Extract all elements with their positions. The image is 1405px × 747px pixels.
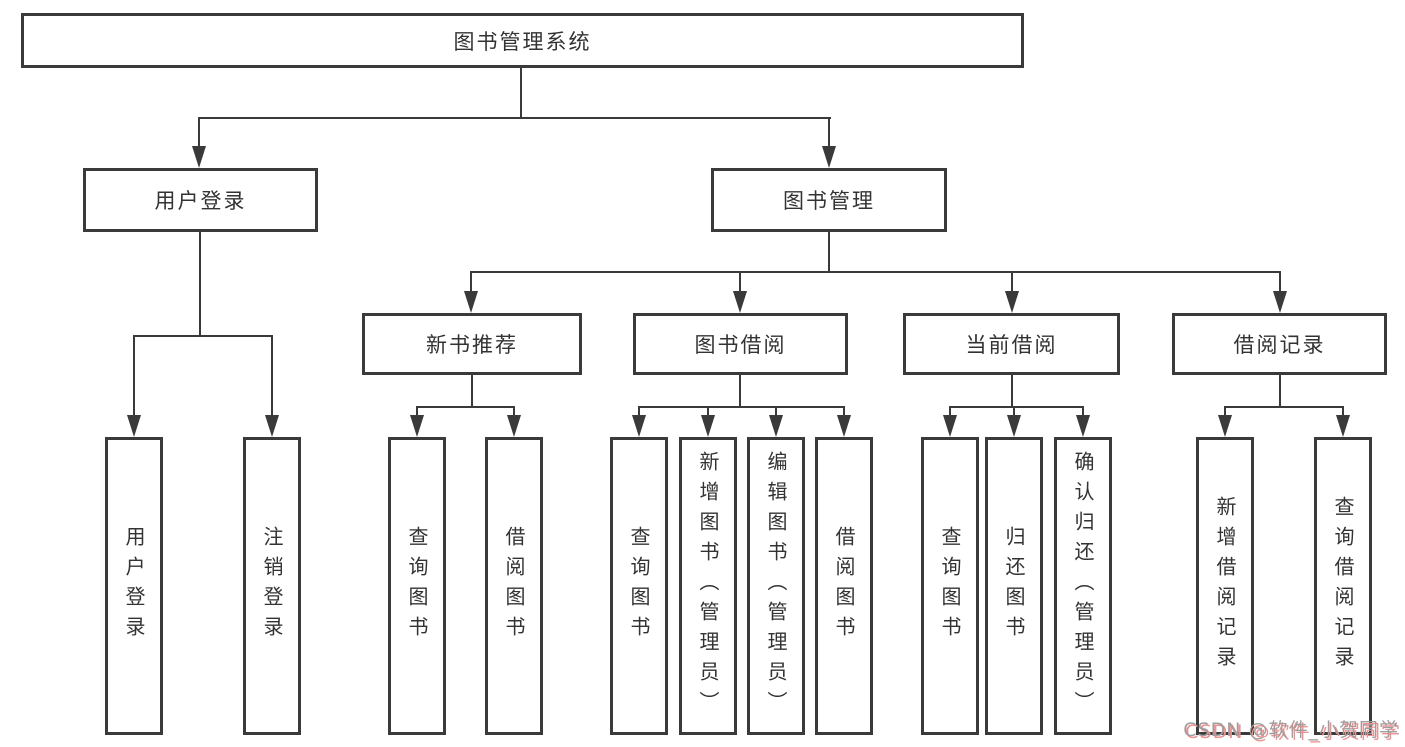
arrowhead-down-icon <box>632 415 646 437</box>
connector-g1-bar <box>133 335 273 337</box>
arrowhead-down-icon <box>464 291 478 313</box>
arrowhead-down-icon <box>822 146 836 168</box>
leaf-user-login: 用户登录 <box>105 437 163 735</box>
connector-bm-stem <box>828 232 830 272</box>
leaf-borrowing-query-books-label: 查询图书 <box>627 526 651 646</box>
node-book-management-label: 图书管理 <box>783 189 875 213</box>
leaf-return-books: 归还图书 <box>985 437 1043 735</box>
arrowhead-down-icon <box>769 415 783 437</box>
leaf-query-borrow-record: 查询借阅记录 <box>1314 437 1372 735</box>
connector-l3-bar <box>470 271 1281 273</box>
watermark: CSDN @软件_小贺同学 <box>1183 719 1399 741</box>
node-book-management: 图书管理 <box>711 168 947 232</box>
arrowhead-down-icon <box>410 415 424 437</box>
connector-l2-bar <box>199 117 831 119</box>
connector-l3-drop-1 <box>470 271 472 296</box>
connector-g3-drop-1 <box>638 406 640 422</box>
leaf-borrowing-borrow-books: 借阅图书 <box>815 437 873 735</box>
arrowhead-down-icon <box>192 146 206 168</box>
connector-ul-stem <box>199 232 201 337</box>
connector-g5-stem <box>1279 375 1281 408</box>
leaf-borrowing-borrow-books-label: 借阅图书 <box>832 526 856 646</box>
node-book-borrowing: 图书借阅 <box>633 313 848 375</box>
connector-g5-drop-1 <box>1224 406 1226 422</box>
connector-g2-drop-2 <box>513 406 515 422</box>
connector-root-stem <box>520 68 522 118</box>
leaf-logout-label: 注销登录 <box>260 526 284 646</box>
leaf-confirm-return-admin-label: 确认归还（管理员） <box>1071 451 1095 721</box>
connector-l3-drop-3 <box>1011 271 1013 296</box>
connector-g5-bar <box>1224 406 1344 408</box>
connector-g3-drop-3 <box>775 406 777 422</box>
arrowhead-down-icon <box>1007 415 1021 437</box>
connector-g1-drop-1 <box>133 335 135 423</box>
leaf-add-books-admin: 新增图书（管理员） <box>679 437 737 735</box>
node-borrow-records: 借阅记录 <box>1172 313 1387 375</box>
node-library-system: 图书管理系统 <box>21 13 1024 68</box>
connector-g2-drop-1 <box>416 406 418 422</box>
leaf-recommend-borrow-books: 借阅图书 <box>485 437 543 735</box>
arrowhead-down-icon <box>1218 415 1232 437</box>
connector-g4-drop-3 <box>1082 406 1084 422</box>
arrowhead-down-icon <box>837 415 851 437</box>
leaf-add-books-admin-label: 新增图书（管理员） <box>696 451 720 721</box>
connector-g2-bar <box>416 406 515 408</box>
arrowhead-down-icon <box>1336 415 1350 437</box>
connector-g4-drop-2 <box>1013 406 1015 422</box>
leaf-current-query-books-label: 查询图书 <box>938 526 962 646</box>
connector-l3-drop-4 <box>1279 271 1281 296</box>
node-new-book-recommend-label: 新书推荐 <box>426 333 518 357</box>
leaf-return-books-label: 归还图书 <box>1002 526 1026 646</box>
connector-g1-drop-2 <box>271 335 273 423</box>
connector-g5-drop-2 <box>1342 406 1344 422</box>
leaf-edit-books-admin: 编辑图书（管理员） <box>747 437 805 735</box>
leaf-current-query-books: 查询图书 <box>921 437 979 735</box>
leaf-add-borrow-record-label: 新增借阅记录 <box>1213 496 1237 676</box>
arrowhead-down-icon <box>1273 291 1287 313</box>
leaf-recommend-borrow-books-label: 借阅图书 <box>502 526 526 646</box>
leaf-recommend-query-books-label: 查询图书 <box>405 526 429 646</box>
arrowhead-down-icon <box>701 415 715 437</box>
leaf-user-login-label: 用户登录 <box>122 526 146 646</box>
connector-g4-drop-1 <box>949 406 951 422</box>
arrowhead-down-icon <box>265 415 279 437</box>
connector-g4-stem <box>1011 375 1013 408</box>
arrowhead-down-icon <box>1076 415 1090 437</box>
leaf-recommend-query-books: 查询图书 <box>388 437 446 735</box>
connector-g3-bar <box>638 406 845 408</box>
node-library-system-label: 图书管理系统 <box>453 29 592 54</box>
leaf-edit-books-admin-label: 编辑图书（管理员） <box>764 451 788 721</box>
node-user-login: 用户登录 <box>83 168 318 232</box>
node-borrow-records-label: 借阅记录 <box>1233 333 1326 357</box>
connector-g4-bar <box>949 406 1084 408</box>
leaf-logout: 注销登录 <box>243 437 301 735</box>
connector-l2-drop-right <box>828 117 830 153</box>
leaf-add-borrow-record: 新增借阅记录 <box>1196 437 1254 735</box>
arrowhead-down-icon <box>733 291 747 313</box>
connector-g3-drop-2 <box>707 406 709 422</box>
node-current-borrowing-label: 当前借阅 <box>965 333 1058 357</box>
connector-g3-drop-4 <box>843 406 845 422</box>
leaf-query-borrow-record-label: 查询借阅记录 <box>1331 496 1355 676</box>
arrowhead-down-icon <box>127 415 141 437</box>
node-current-borrowing: 当前借阅 <box>903 313 1120 375</box>
arrowhead-down-icon <box>943 415 957 437</box>
arrowhead-down-icon <box>507 415 521 437</box>
arrowhead-down-icon <box>1005 291 1019 313</box>
connector-g2-stem <box>471 375 473 408</box>
node-new-book-recommend: 新书推荐 <box>362 313 582 375</box>
connector-g3-stem <box>739 375 741 408</box>
leaf-borrowing-query-books: 查询图书 <box>610 437 668 735</box>
node-user-login-label: 用户登录 <box>154 189 247 213</box>
connector-l2-drop-left <box>198 117 200 153</box>
leaf-confirm-return-admin: 确认归还（管理员） <box>1054 437 1112 735</box>
node-book-borrowing-label: 图书借阅 <box>694 333 787 357</box>
connector-l3-drop-2 <box>739 271 741 296</box>
